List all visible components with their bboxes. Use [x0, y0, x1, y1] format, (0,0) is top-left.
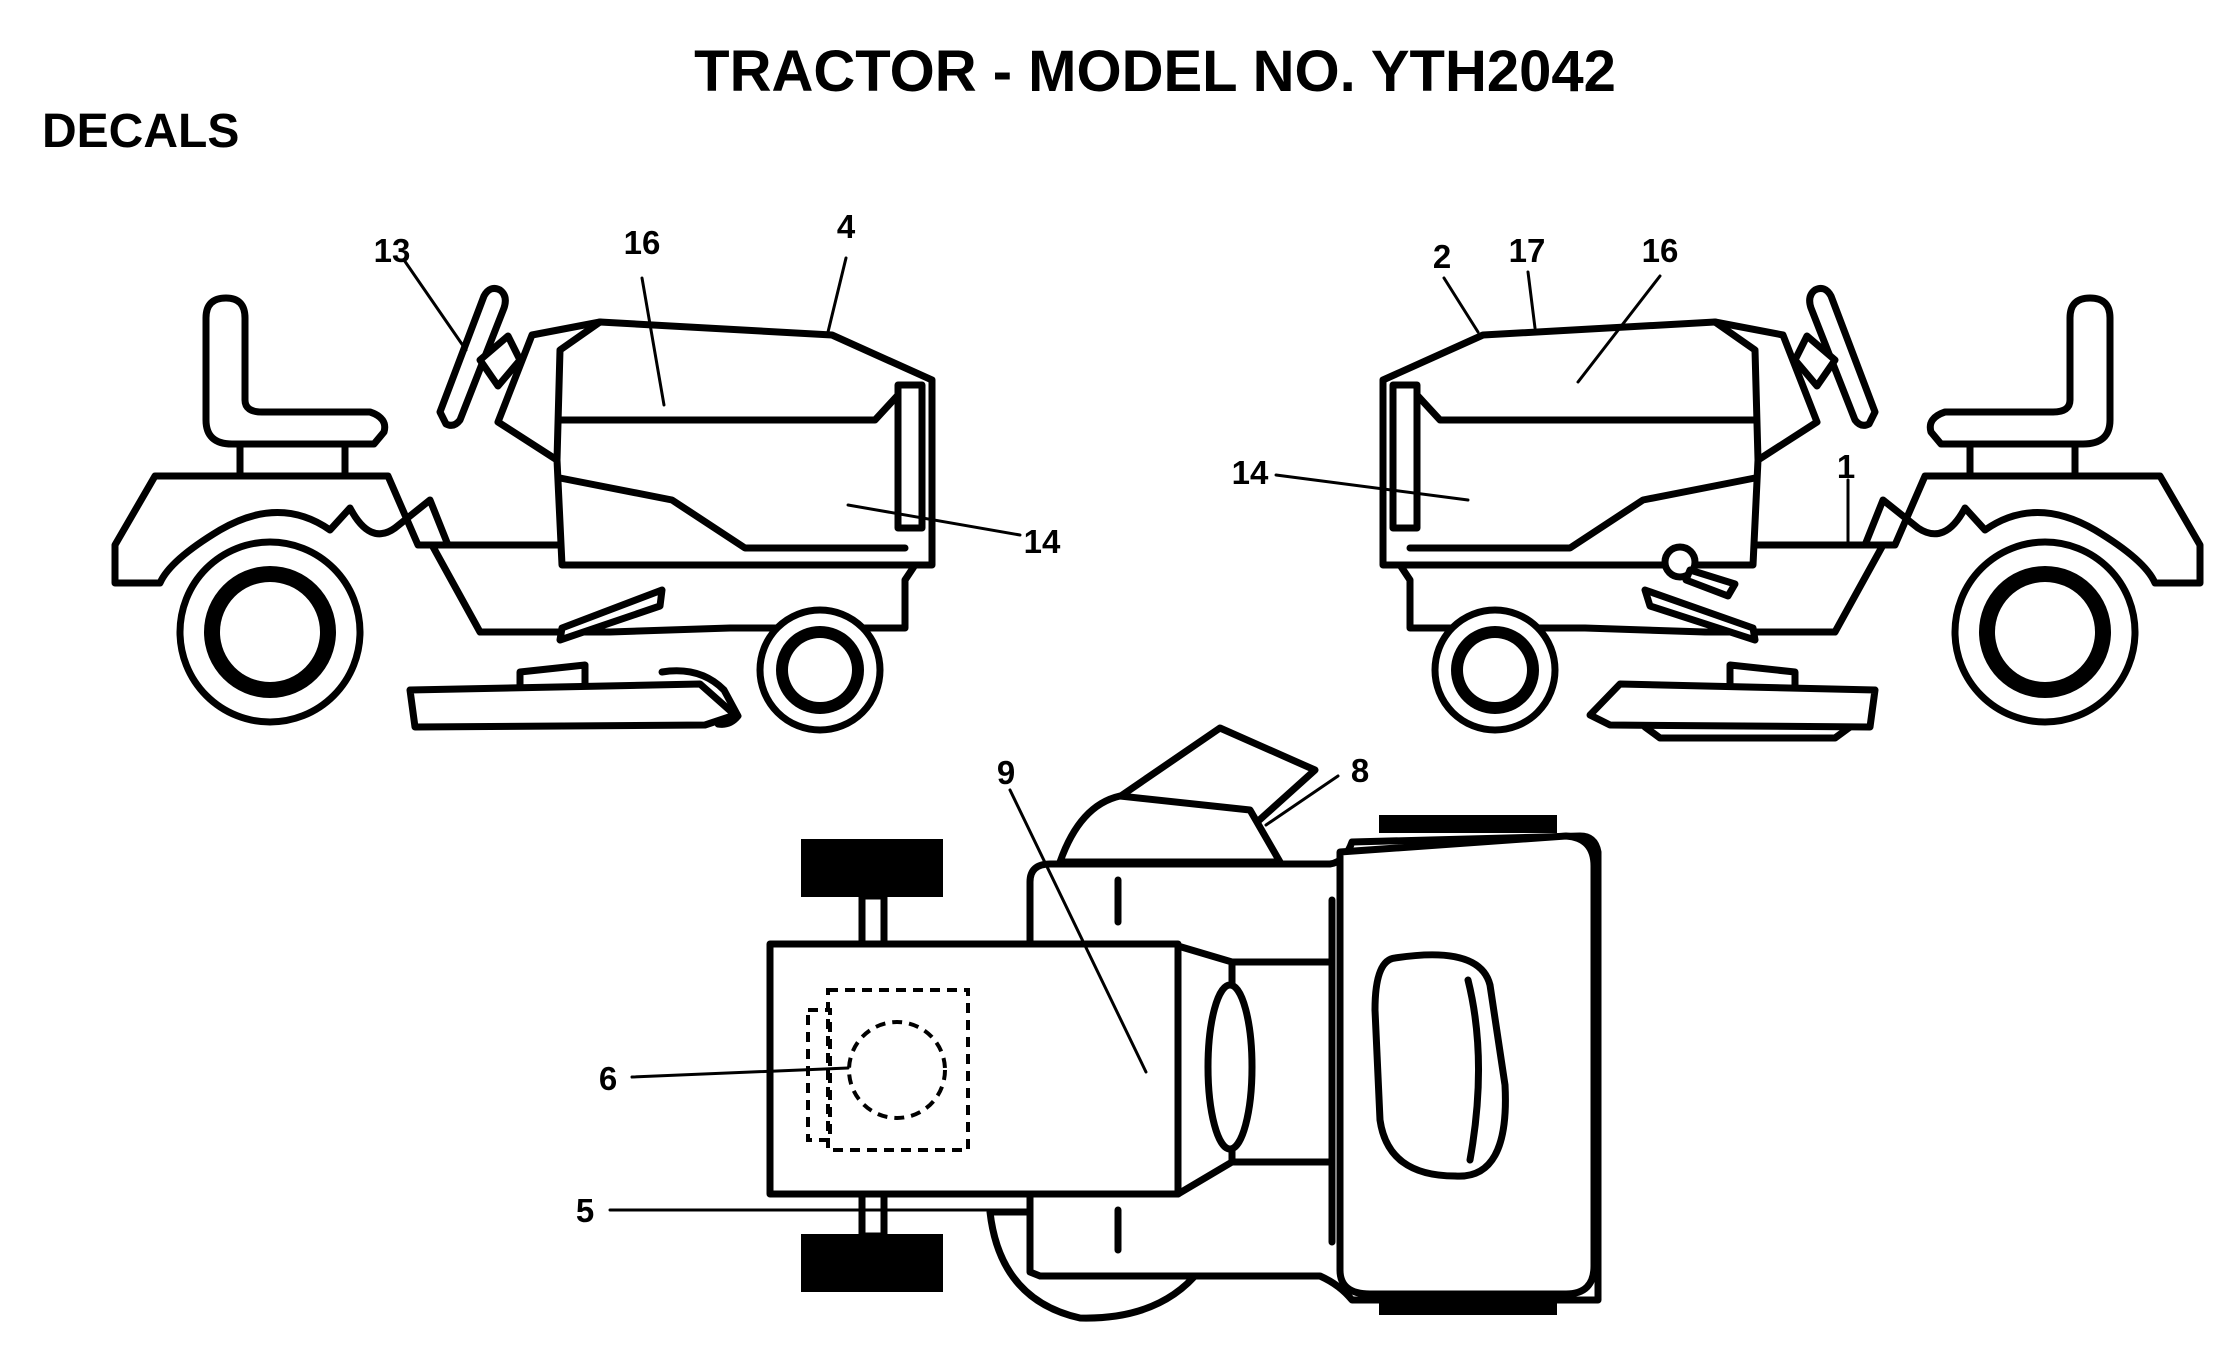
mower-deck	[406, 680, 739, 731]
callout-9: 9	[997, 754, 1015, 791]
rear-fender	[1861, 472, 2204, 587]
callout-14-right: 14	[1232, 454, 1269, 491]
callout-14-left: 14	[1024, 523, 1061, 560]
section-title: DECALS	[42, 105, 240, 158]
callout-4: 4	[837, 208, 856, 245]
rear-axle-top	[858, 892, 888, 948]
tractor-left-side-view: 13 16 4 14	[111, 208, 1061, 734]
front-wheel-hub	[788, 638, 852, 702]
steering-wheel	[1806, 285, 1879, 429]
leader-2	[1442, 276, 1480, 334]
tractor-right-side-view: 2 17 16 14 1	[1232, 232, 2204, 742]
hood-dash-edge	[553, 318, 604, 464]
discharge-chute	[658, 667, 742, 728]
deck-skirt	[1641, 723, 1854, 742]
rear-wheel-top	[801, 839, 943, 897]
leader-8	[1264, 774, 1340, 827]
seat	[1926, 294, 2114, 448]
mower-deck-top	[1056, 792, 1284, 866]
callout-2: 2	[1433, 238, 1451, 275]
callout-1: 1	[1837, 448, 1855, 485]
leader-4	[826, 256, 848, 334]
leader-14-right	[1274, 473, 1470, 502]
leader-14-left	[846, 503, 1022, 537]
callout-5: 5	[576, 1192, 594, 1229]
tractor-top-view: 9 8 6 5	[576, 724, 1602, 1322]
rear-wheel-hub	[220, 582, 320, 682]
seat	[202, 294, 389, 448]
rear-fender	[111, 472, 452, 587]
front-grille	[894, 381, 926, 532]
rear-wheel-hub	[1995, 582, 2095, 682]
hood	[494, 318, 936, 569]
callout-13: 13	[374, 232, 411, 269]
hood-upper-line	[556, 391, 902, 424]
callout-8: 8	[1351, 752, 1369, 789]
steering-wheel-top	[1204, 981, 1256, 1153]
leader-16-right	[1576, 274, 1662, 384]
leader-17	[1526, 270, 1537, 330]
leader-6	[630, 1066, 850, 1079]
leader-13	[402, 258, 468, 352]
hood-lower-line	[556, 474, 909, 552]
front-wheel-top	[1379, 815, 1557, 833]
mower-deck	[1586, 680, 1879, 731]
grille-top	[1371, 951, 1509, 1180]
callout-17: 17	[1509, 232, 1546, 269]
front-wheel-hub	[1463, 638, 1527, 702]
hood-upper-line	[1413, 391, 1759, 424]
decal-6-tab	[806, 1008, 832, 1142]
decal-6-circle	[847, 1020, 947, 1120]
grille-inner	[1464, 976, 1482, 1164]
steering-wheel	[436, 285, 509, 429]
hood	[1379, 318, 1821, 569]
hood-lower-line	[1406, 474, 1759, 552]
hood-dash-edge	[1711, 318, 1762, 464]
seat-base	[236, 440, 349, 480]
callout-16-left: 16	[624, 224, 661, 261]
leader-16-left	[640, 276, 666, 407]
foot-pedal	[1641, 586, 1759, 644]
front-grille	[1389, 381, 1421, 532]
foot-pedal	[556, 586, 666, 644]
rear-wheel-bottom	[801, 1234, 943, 1292]
leader-9	[1008, 788, 1148, 1074]
lift-lever	[1682, 566, 1739, 600]
callout-6: 6	[599, 1060, 617, 1097]
diagram-title: TRACTOR - MODEL NO. YTH2042	[694, 39, 1616, 104]
seat-base	[1966, 440, 2079, 480]
callout-16-right: 16	[1642, 232, 1679, 269]
